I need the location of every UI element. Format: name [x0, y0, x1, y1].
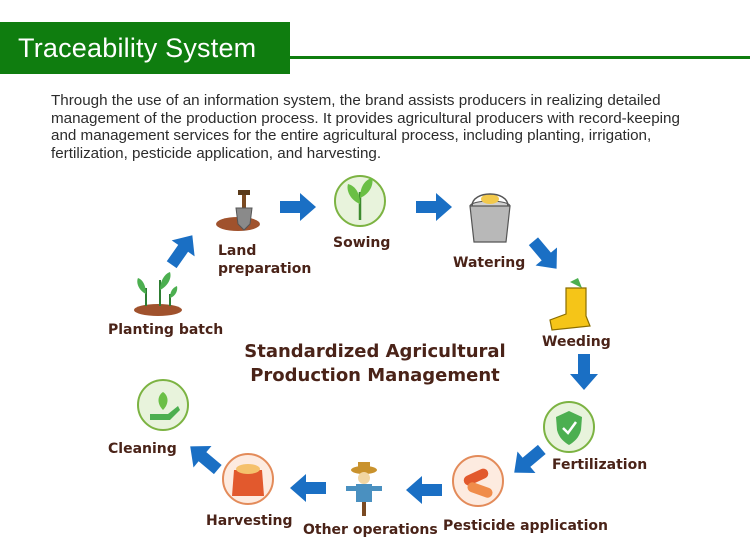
step-label-sowing: Sowing — [333, 235, 391, 251]
sprout-circle-icon — [334, 175, 386, 227]
step-label-other-operations: Other operations — [303, 522, 438, 538]
center-title-line-2: Production Management — [250, 365, 500, 386]
step-label-harvesting: Harvesting — [206, 513, 293, 529]
step-label-watering: Watering — [453, 255, 526, 271]
arrow-icon — [406, 476, 442, 504]
diagram-center-title: Standardized Agricultural Production Man… — [200, 340, 550, 388]
arrow-icon — [570, 354, 598, 390]
center-title-line-1: Standardized Agricultural — [244, 341, 506, 362]
shovel-icon — [216, 190, 260, 231]
seedlings-icon — [134, 272, 182, 316]
step-label-fertilization: Fertilization — [552, 457, 648, 473]
intro-paragraph: Through the use of an information system… — [51, 92, 680, 162]
title-divider — [290, 56, 750, 59]
hand-leaf-icon — [137, 379, 189, 431]
grain-bag-icon — [222, 453, 274, 505]
step-label-pesticide-application: Pesticide application — [443, 518, 608, 534]
arrow-icon — [181, 435, 227, 481]
arrow-icon — [280, 193, 316, 221]
step-label-cleaning: Cleaning — [108, 441, 177, 457]
shield-check-icon — [543, 401, 595, 453]
bucket-icon — [469, 193, 511, 243]
arrow-icon — [160, 227, 204, 273]
step-label-planting-batch: Planting batch — [108, 322, 224, 338]
arrow-icon — [522, 232, 568, 278]
step-label-land-preparation-1: Land — [218, 243, 257, 259]
section-title: Traceability System — [0, 22, 290, 74]
scarecrow-icon — [346, 462, 382, 516]
boot-icon — [549, 278, 591, 331]
pills-icon — [452, 455, 504, 507]
arrow-icon — [290, 474, 326, 502]
step-label-weeding: Weeding — [542, 334, 611, 350]
arrow-icon — [505, 438, 551, 484]
arrow-icon — [416, 193, 452, 221]
step-label-land-preparation-2: preparation — [218, 261, 312, 277]
